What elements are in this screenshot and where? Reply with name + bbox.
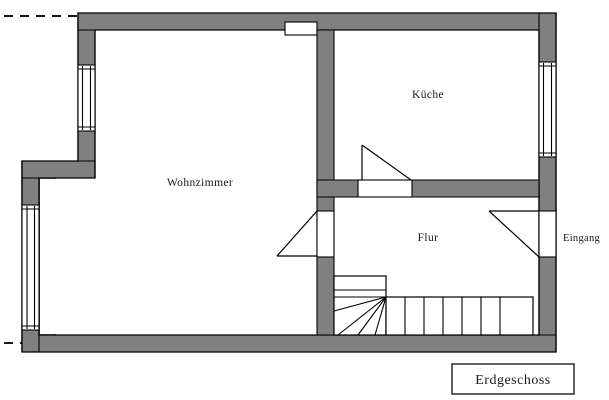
dashed-guide-lines: [4, 15, 78, 344]
stair-winder-outline: [333, 275, 387, 336]
door-kitchen: [357, 144, 413, 198]
exterior-walls: [21, 12, 557, 353]
doors: [276, 144, 557, 258]
south-wall: [21, 334, 557, 353]
door-kitchen-swing: [361, 144, 412, 181]
stair-winder-tread-3: [357, 296, 387, 336]
interior-wall-horizontal: [316, 179, 540, 198]
staircase-to-upper-floor: [333, 275, 534, 336]
door-living-room-swing: [276, 210, 318, 257]
door-kitchen-opening: [357, 179, 413, 198]
north-wall-niche: [284, 21, 318, 36]
door-entrance-swing: [488, 210, 540, 258]
stair-straight-outline: [385, 296, 534, 336]
stair-winder-tread-1: [333, 296, 387, 312]
niche-recess: [284, 21, 318, 36]
room-label-hallway: Flur: [418, 232, 439, 244]
west-jog-horizontal: [21, 160, 96, 179]
door-entrance-opening: [538, 210, 557, 258]
title-box-label: Erdgeschoss: [475, 373, 551, 388]
window-living-room-north-west: [77, 64, 96, 132]
annotation-label-entrance: Eingang: [563, 233, 601, 244]
room-label-living-room: Wohnzimmer: [167, 177, 233, 189]
stair-winder-tread-2: [337, 296, 387, 336]
interior-void-3: [40, 179, 57, 334]
door-living-room: [276, 210, 335, 258]
interior-void-2: [57, 31, 538, 334]
room-label-kitchen: Küche: [412, 89, 444, 101]
stair-winder-tread-4: [374, 296, 387, 336]
windows: [21, 61, 557, 331]
exterior-outline: [21, 12, 557, 353]
door-entrance: [488, 210, 557, 258]
window-kitchen-east: [538, 61, 557, 158]
door-living-room-opening: [316, 210, 335, 258]
interior-outline: [38, 29, 540, 336]
room-labels: Wohnzimmer Küche Flur Eingang: [167, 89, 601, 244]
window-living-room-west: [21, 204, 40, 331]
title-box: Erdgeschoss: [451, 363, 575, 395]
title-box-border: [451, 363, 575, 395]
